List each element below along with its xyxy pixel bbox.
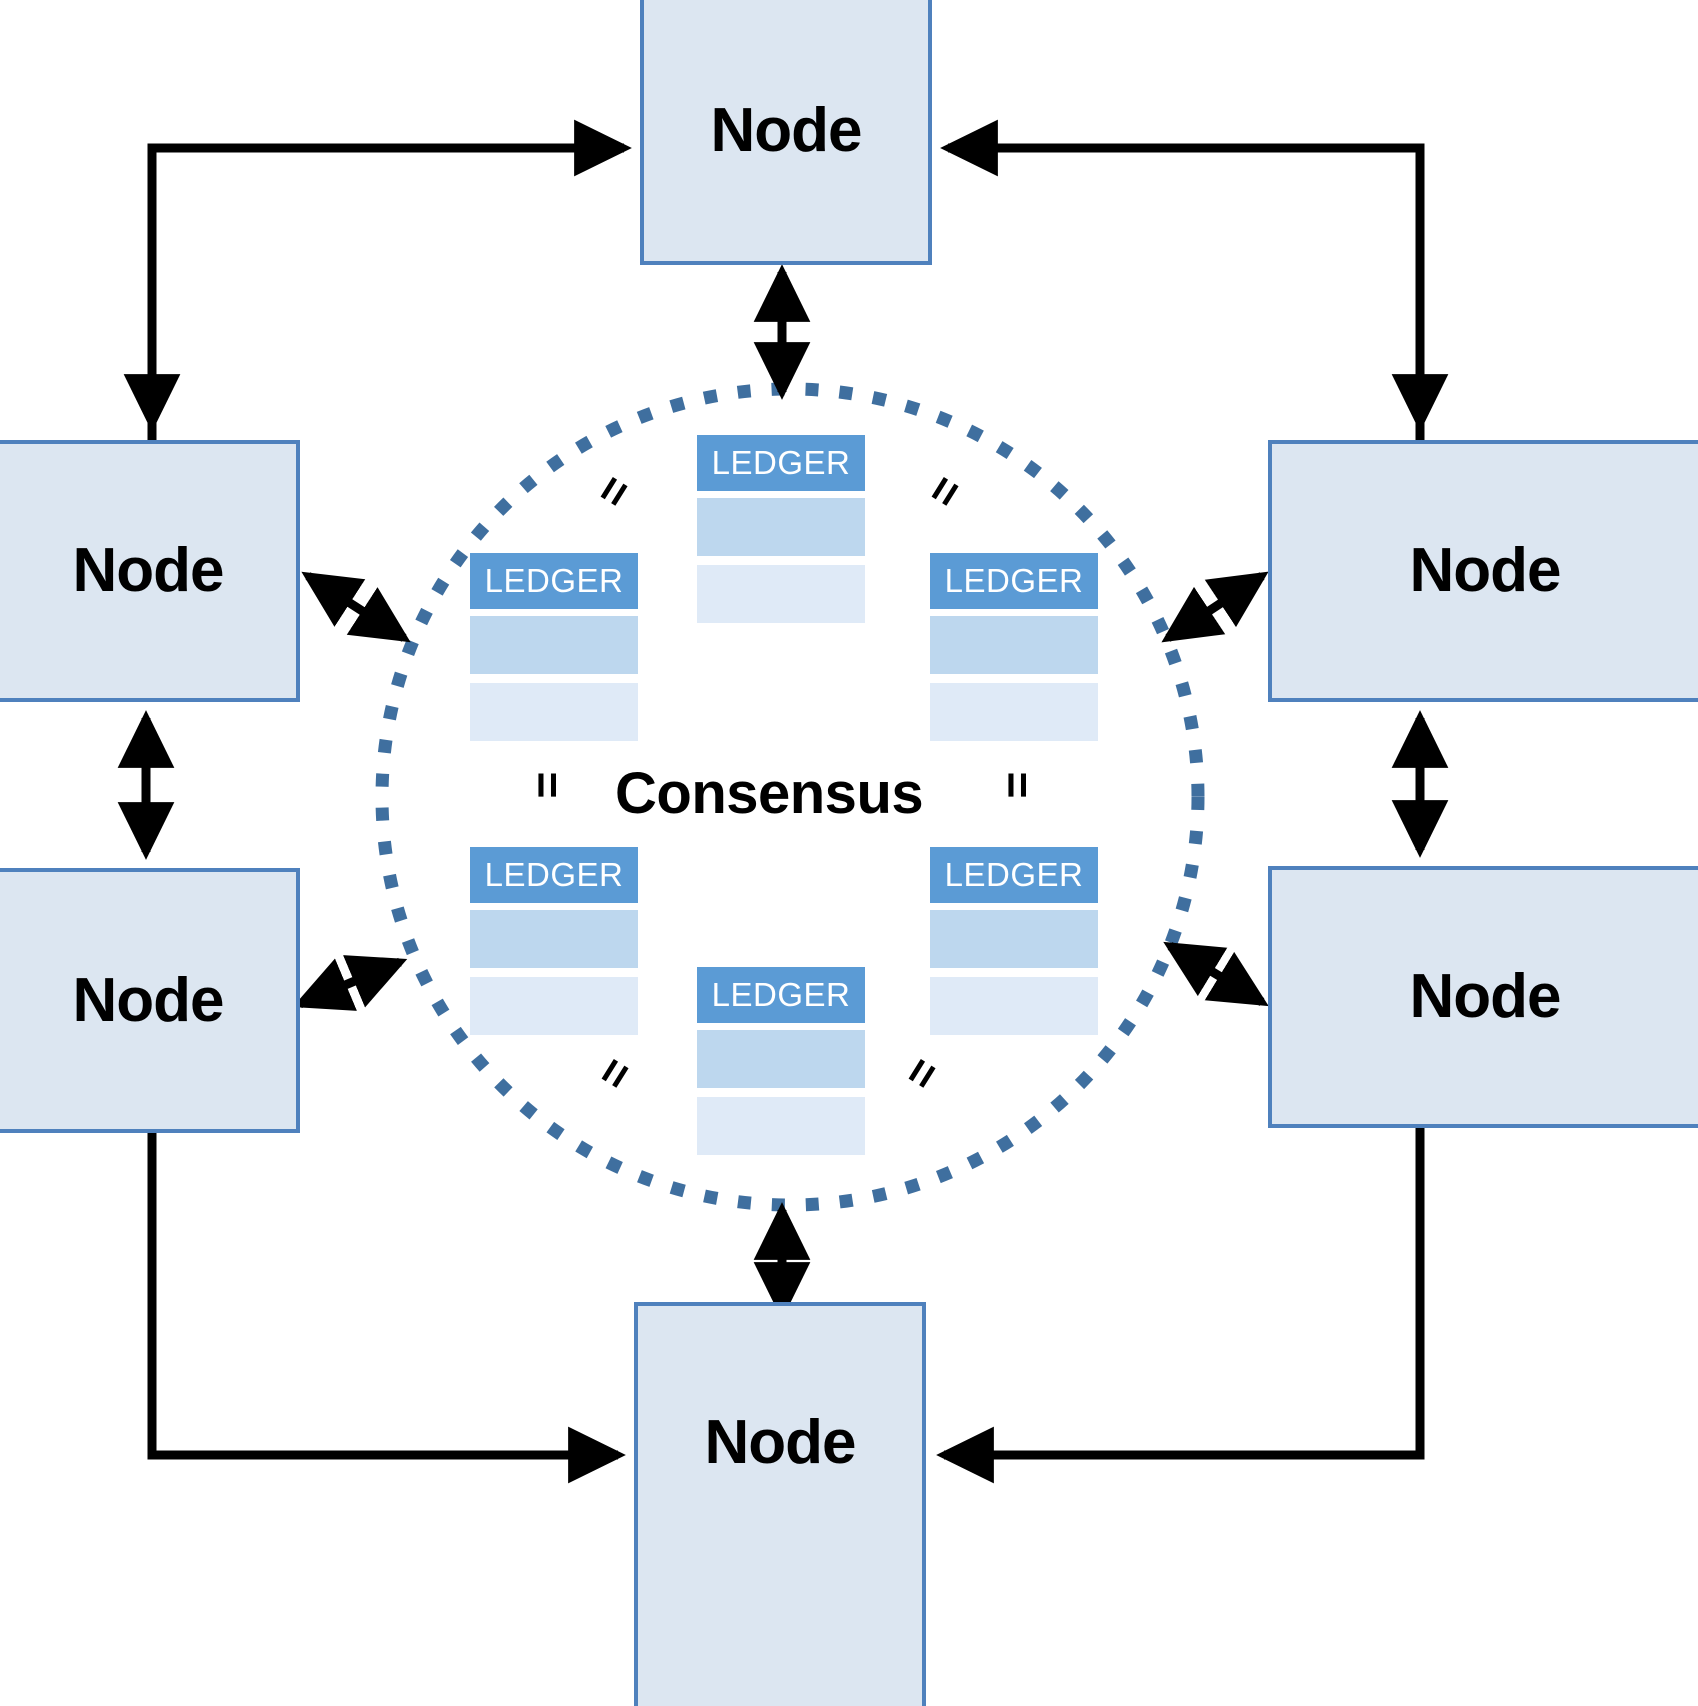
node-right-lower[interactable]: Node <box>1268 866 1698 1128</box>
ledger-upper-right[interactable]: LEDGER <box>930 553 1098 741</box>
ledger-lower-right[interactable]: LEDGER <box>930 847 1098 1035</box>
ledger-row-dark <box>470 910 638 968</box>
ledger-row-light <box>470 683 638 741</box>
node-top[interactable]: Node <box>640 0 932 265</box>
arrow-right-lower-to-bottom <box>936 1128 1425 1484</box>
node-label: Node <box>1409 962 1562 1031</box>
node-label: Node <box>704 1408 857 1477</box>
ledger-row-light <box>470 977 638 1035</box>
node-label: Node <box>710 95 863 165</box>
arrow-right-upper-to-consensus <box>1161 571 1269 643</box>
node-label: Node <box>72 965 225 1035</box>
node-right-upper[interactable]: Node <box>1268 440 1698 702</box>
node-label: Node <box>72 536 225 605</box>
node-bottom[interactable]: Node <box>634 1302 926 1706</box>
ledger-row-light <box>697 1097 865 1155</box>
ledger-lower-left[interactable]: LEDGER <box>470 847 638 1035</box>
arrow-right-lower-to-consensus <box>1163 941 1269 1007</box>
node-label: Node <box>1409 536 1562 605</box>
ledger-header: LEDGER <box>470 847 638 903</box>
ledger-row-dark <box>930 910 1098 968</box>
ledger-header: LEDGER <box>930 847 1098 903</box>
ledger-upper-left[interactable]: LEDGER <box>470 553 638 741</box>
ledger-header: LEDGER <box>697 967 865 1023</box>
arrow-left-upper-to-top <box>147 119 632 440</box>
node-left-upper[interactable]: Node <box>0 440 300 702</box>
node-left-lower[interactable]: Node <box>0 868 300 1133</box>
consensus-circle <box>375 382 1205 1212</box>
arrow-left-lower-to-bottom <box>147 1133 626 1484</box>
ledger-header: LEDGER <box>697 435 865 491</box>
ledger-row-light <box>930 683 1098 741</box>
ledger-row-light <box>697 565 865 623</box>
consensus-label: Consensus <box>615 761 924 826</box>
ledger-header: LEDGER <box>930 553 1098 609</box>
arrow-left-lower-to-consensus <box>292 955 408 1011</box>
ledger-bottom[interactable]: LEDGER <box>697 967 865 1155</box>
arrow-right-upper-to-top <box>940 119 1425 440</box>
ledger-row-dark <box>697 498 865 556</box>
equals-mark-mid-right: = <box>990 771 1043 799</box>
ledger-top[interactable]: LEDGER <box>697 435 865 623</box>
arrow-left-upper-to-consensus <box>301 571 411 643</box>
ledger-row-dark <box>697 1030 865 1088</box>
equals-mark-mid-left: = <box>520 771 573 799</box>
ledger-row-dark <box>930 616 1098 674</box>
ledger-header: LEDGER <box>470 553 638 609</box>
ledger-row-light <box>930 977 1098 1035</box>
ledger-row-dark <box>470 616 638 674</box>
